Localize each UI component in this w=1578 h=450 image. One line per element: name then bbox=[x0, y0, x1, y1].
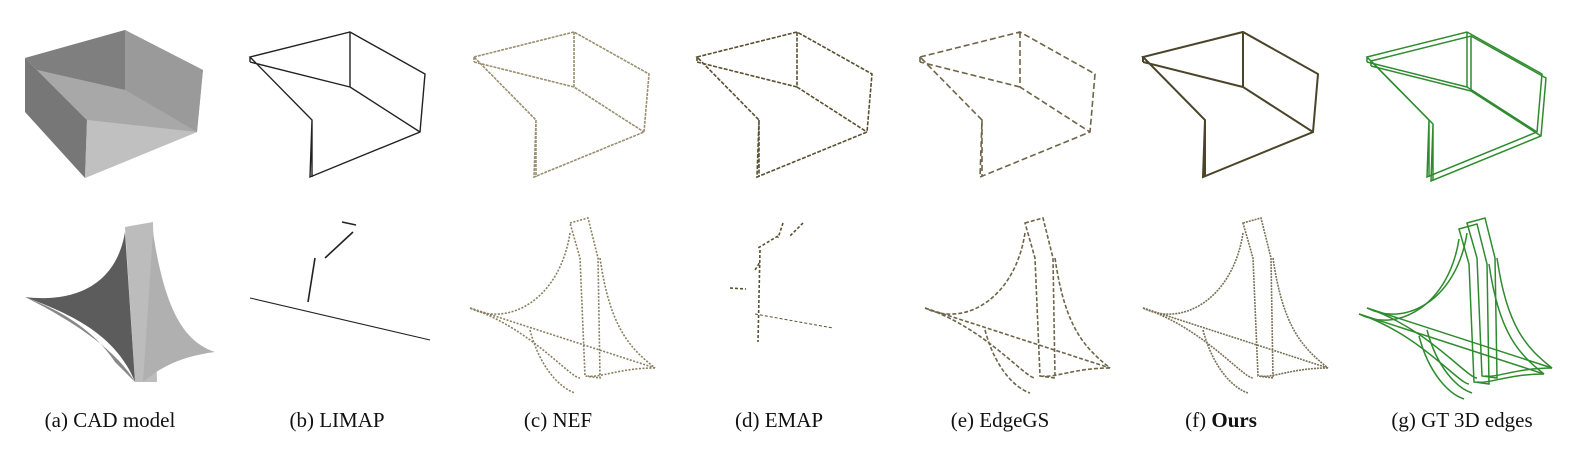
caption-c: (c) NEF bbox=[523, 408, 593, 432]
cad-cusp-model bbox=[25, 222, 215, 382]
edgegs-box bbox=[919, 31, 1096, 178]
nef-cusp bbox=[469, 217, 656, 394]
caption-d: (d) EMAP bbox=[734, 408, 824, 432]
ours-cusp bbox=[1142, 217, 1329, 394]
caption-e: (e) EdgeGS bbox=[950, 408, 1050, 432]
emap-cusp bbox=[729, 222, 834, 343]
caption-g: (g) GT 3D edges bbox=[1391, 408, 1533, 432]
cad-box-model bbox=[25, 30, 203, 178]
caption-row: (a) CAD model (b) LIMAP (c) NEF (d) EMAP… bbox=[0, 408, 1578, 438]
edgegs-cusp bbox=[924, 217, 1111, 394]
caption-a: (a) CAD model bbox=[44, 408, 176, 432]
gt-box bbox=[1366, 31, 1547, 182]
caption-b: (b) LIMAP bbox=[289, 408, 385, 432]
emap-box bbox=[696, 31, 873, 178]
ours-box bbox=[1142, 31, 1319, 178]
limap-cusp bbox=[249, 221, 431, 341]
caption-f: (f) Ours bbox=[1185, 408, 1257, 432]
nef-box bbox=[473, 31, 650, 178]
limap-box bbox=[249, 31, 426, 178]
gt-cusp bbox=[1358, 217, 1553, 400]
